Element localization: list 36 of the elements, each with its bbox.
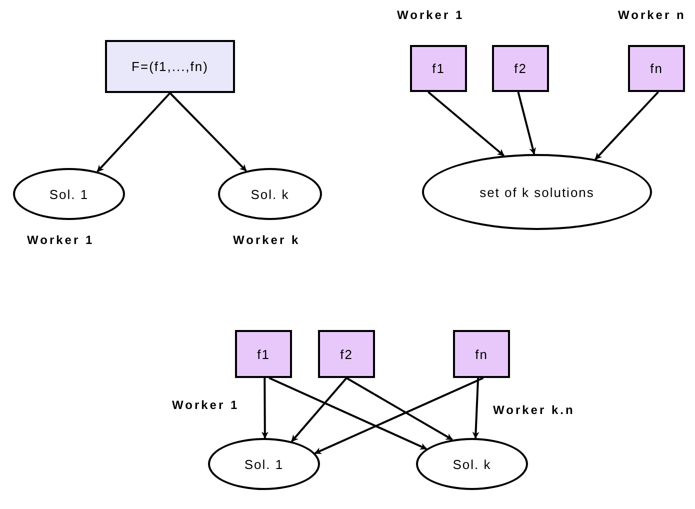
arrow bbox=[169, 92, 247, 172]
arrow bbox=[594, 91, 659, 160]
arrow bbox=[290, 377, 348, 442]
arrow bbox=[517, 92, 536, 155]
worker-label: Worker 1 bbox=[27, 233, 94, 247]
worker-label: Worker 1 bbox=[397, 8, 464, 22]
arrow bbox=[346, 377, 453, 441]
function-box bbox=[628, 45, 685, 92]
node-text: Sol. 1 bbox=[49, 186, 89, 202]
node-text: f1 bbox=[257, 346, 270, 362]
node-text: Sol. k bbox=[452, 456, 492, 472]
worker-label: Worker k.n bbox=[493, 403, 575, 417]
arrow bbox=[268, 377, 428, 450]
function-box bbox=[492, 45, 549, 92]
arrow bbox=[314, 377, 484, 454]
process-box bbox=[105, 40, 235, 93]
worker-label: Worker n bbox=[618, 8, 686, 22]
function-box bbox=[410, 45, 467, 92]
arrow bbox=[472, 378, 480, 439]
worker-label: Worker k bbox=[233, 233, 300, 247]
arrow bbox=[428, 91, 504, 156]
function-box bbox=[453, 330, 510, 378]
worker-label: Worker 1 bbox=[172, 398, 240, 412]
node-text: Sol. k bbox=[250, 186, 290, 202]
node-text: fn bbox=[475, 346, 488, 362]
node-text: set of k solutions bbox=[480, 184, 594, 200]
node-text: f2 bbox=[514, 61, 527, 76]
node-text: f1 bbox=[432, 61, 445, 76]
node-text: F=(f1,...,fn) bbox=[132, 59, 208, 74]
node-text: Sol. 1 bbox=[244, 456, 284, 472]
arrow bbox=[261, 378, 268, 439]
function-box bbox=[235, 330, 292, 378]
node-text: fn bbox=[650, 61, 663, 76]
node-text: f2 bbox=[340, 346, 353, 362]
arrow bbox=[96, 92, 171, 172]
function-box bbox=[318, 330, 375, 378]
